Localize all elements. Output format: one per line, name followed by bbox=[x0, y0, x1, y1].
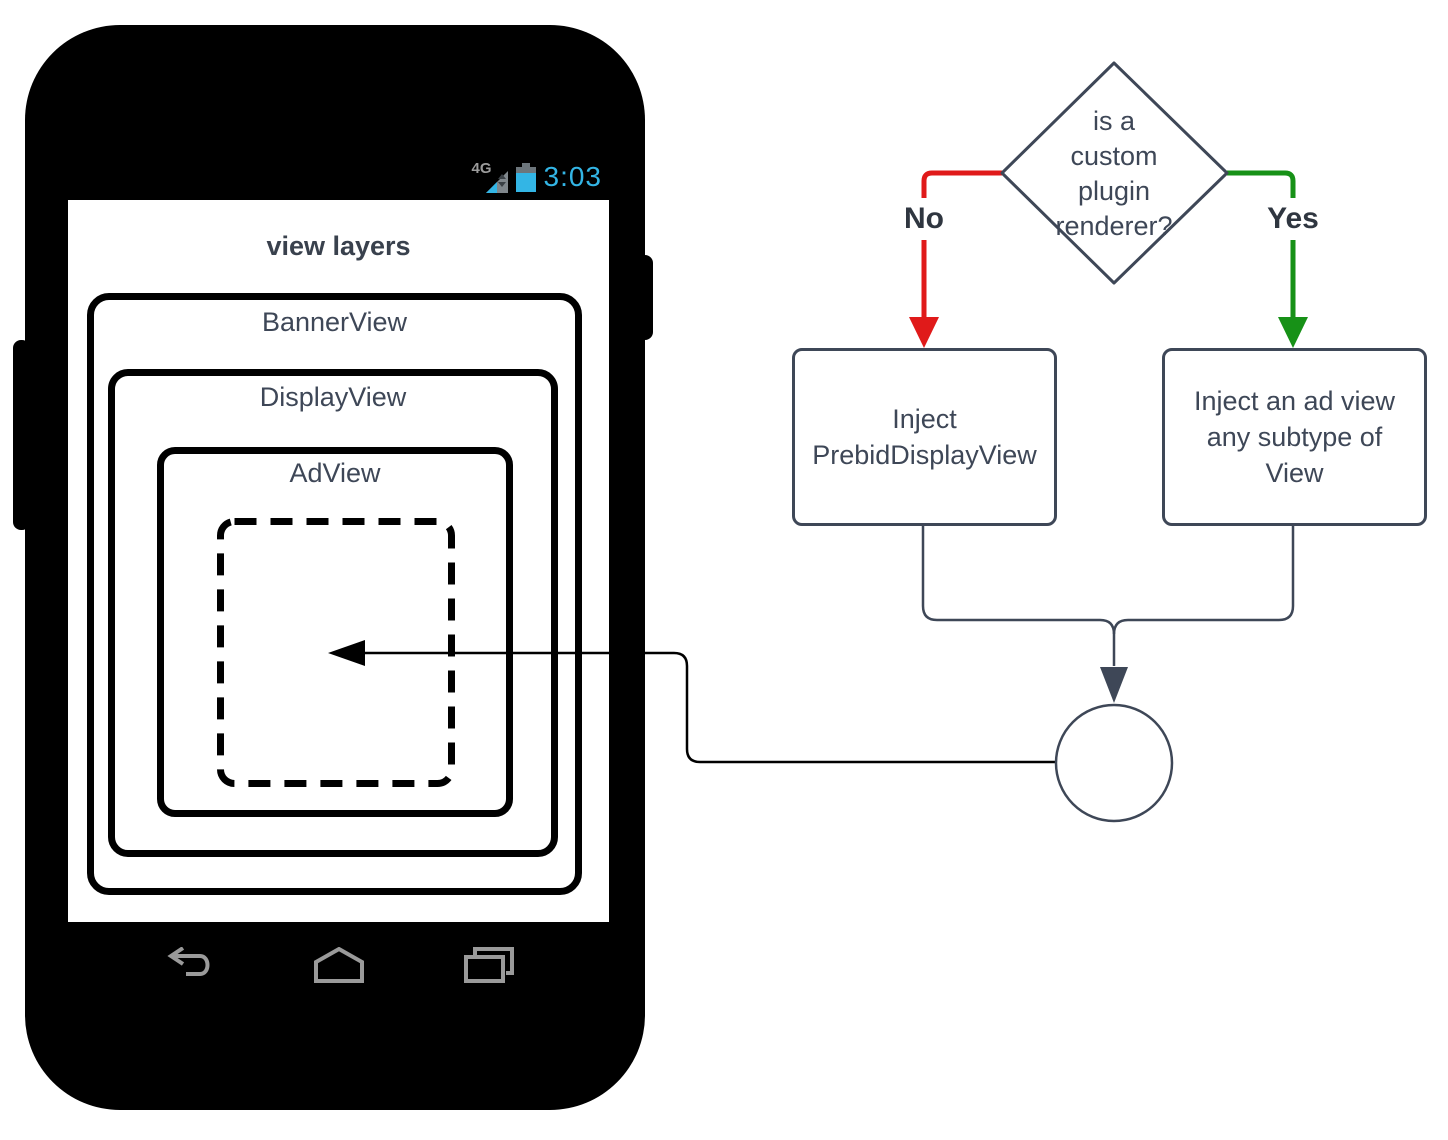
display-view-label: DisplayView bbox=[259, 382, 407, 412]
back-icon bbox=[166, 947, 209, 976]
status-time: 3:03 bbox=[543, 161, 602, 192]
home-button[interactable] bbox=[307, 945, 371, 985]
network-indicator: 4G bbox=[472, 161, 508, 193]
phone-volume-button bbox=[13, 340, 30, 530]
back-button[interactable] bbox=[157, 945, 221, 985]
yes-branch-label: Yes bbox=[1260, 198, 1326, 240]
decision-text: is a custom plugin renderer? bbox=[1055, 106, 1173, 241]
merge-junction-circle bbox=[1054, 703, 1174, 823]
screen-title: view layers bbox=[266, 231, 411, 261]
signal-strength-icon bbox=[485, 171, 508, 193]
phone-power-button bbox=[637, 255, 653, 340]
ad-view-label: AdView bbox=[289, 458, 381, 488]
yes-branch-arrowhead bbox=[1278, 317, 1308, 348]
no-branch-arrowhead bbox=[909, 317, 939, 348]
yes-branch-connector bbox=[1227, 170, 1296, 320]
recents-icon bbox=[463, 947, 514, 983]
inject-ad-view-box: Inject an ad view any subtype of View bbox=[1162, 348, 1427, 526]
ad-view-layer bbox=[157, 447, 513, 817]
home-icon bbox=[313, 947, 364, 983]
no-branch-connector bbox=[921, 170, 1002, 320]
merge-connector-left bbox=[921, 526, 1116, 666]
status-bar: 4G 3:03 bbox=[420, 158, 602, 196]
merge-connector-right bbox=[1112, 526, 1295, 635]
network-type-label: 4G bbox=[471, 160, 492, 177]
battery-icon bbox=[515, 162, 536, 192]
merge-arrowhead bbox=[1100, 667, 1128, 703]
inject-prebiddisplayview-box: Inject PrebidDisplayView bbox=[792, 348, 1057, 526]
recents-button[interactable] bbox=[457, 945, 521, 985]
no-branch-label: No bbox=[894, 198, 954, 240]
banner-view-label: BannerView bbox=[261, 307, 408, 337]
phone-nav-bar bbox=[68, 940, 609, 990]
